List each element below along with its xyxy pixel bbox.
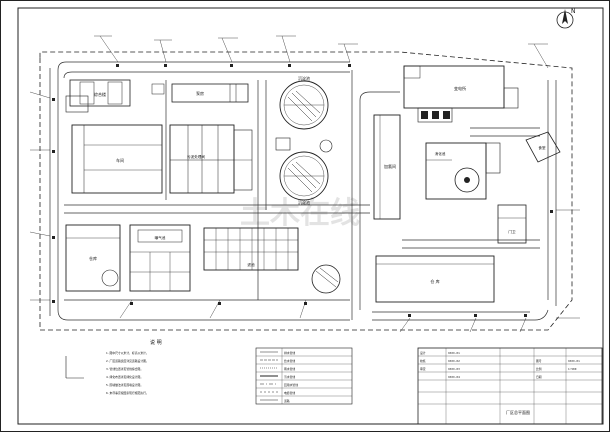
notes-line-3: 3. 管线位置详见管线综合图。 [106,367,143,371]
clarifier-tank-1: 沉淀池 [279,75,329,130]
tank-2-label: 沉淀池 [298,199,310,205]
warehouse-building [65,224,121,292]
title-block: 设计 校核 审定 XXXX-01 XXXX-02 XXXX-03 XXXX-04… [417,347,603,425]
annotation-leaders [29,35,580,333]
digester-label: 消化池 [435,151,446,156]
tb-row-left-3: XXXX-03 [448,367,460,371]
legend-row-4: 污水管线 [284,375,295,379]
legend-row-2: 给水管线 [284,359,295,363]
transformer-row [417,107,453,123]
filter-block [203,227,299,271]
notes-block: 说 明 1. 图中尺寸以米计，标高以米计。 2. 厂区道路宽度详见道路设计图。 … [106,339,162,395]
small-hut [275,137,291,151]
tb-row-mid-3: 日期 [536,375,542,379]
warehouse-label: 仓库 [89,255,97,261]
pump-label: 泵房 [196,90,204,96]
tb-row-left-2: XXXX-02 [448,359,460,363]
notes-line-5: 5. 围墙做法详见围墙设计图。 [106,383,143,387]
tb-row-mid-1: 图号 [536,359,542,363]
pump-house [171,83,249,103]
guard-house [497,204,527,244]
filter-label: 滤池 [247,262,255,267]
sludge-label: 污泥处理间 [187,154,205,159]
canteen-label: 食堂 [538,145,546,150]
aeration-tank: 曝气池 [129,224,191,292]
canteen-building [525,131,561,163]
bottom-right-label: 仓 库 [430,278,439,284]
tb-checker: 校核 [420,359,426,363]
substation-building [403,65,505,109]
tb-row-left-4: XXXX-04 [448,375,460,379]
tank-1-label: 沉淀池 [298,75,310,81]
north-label: N [571,8,576,15]
tb-project-name: 厂区总平面图 [506,409,530,415]
warehouse-large [375,255,495,303]
notes-line-4: 4. 绿化布置详见绿化设计图。 [106,375,143,379]
substation-label: 变电所 [454,85,466,91]
valve-well [319,139,333,153]
notes-heading: 说 明 [150,339,162,346]
legend-row-3: 雨水管线 [284,367,295,371]
tb-drawing-no: XXXX-01 [568,359,580,363]
tb-row-mid-2: 比例 [536,367,542,371]
annex-building [485,142,501,174]
watermark-text: 土木在线 [240,196,360,231]
notes-line-6: 6. 未尽事宜按国家现行规范执行。 [106,391,149,395]
chlorination-label: 加氯间 [384,163,396,169]
tb-approver: 审定 [420,367,426,371]
legend-row-6: 电缆管线 [284,391,295,395]
legend-row-1: 排水管线 [284,351,295,355]
chlorination-building [373,114,401,220]
workshop-label: 车间 [116,157,124,163]
site-boundary [39,51,573,331]
office-label: 综合楼 [94,91,106,97]
workshop-building [71,124,163,194]
office-building [69,79,131,107]
drawing-frame [17,7,604,425]
road-network [49,61,557,321]
tb-designer: 设计 [420,351,426,355]
north-arrow-icon: N [556,8,576,29]
guard-label: 门卫 [508,229,516,234]
round-tank-small [311,264,341,294]
corner-axis-icon [65,356,84,379]
legend-row-5: 回用水管线 [284,383,298,387]
legend-table: 排水管线 给水管线 雨水管线 污水管线 回用水管线 电缆管线 道路 [255,347,353,405]
aeration-label: 曝气池 [155,235,166,240]
clarifier-tank-2: 沉淀池 [279,151,329,205]
legend-row-7: 道路 [284,399,290,403]
tb-scale: 1:500 [568,367,577,371]
manhole-markers [52,64,553,317]
notes-line-2: 2. 厂区道路宽度详见道路设计图。 [106,359,149,363]
tb-row-left-1: XXXX-01 [448,351,460,355]
notes-line-1: 1. 图中尺寸以米计，标高以米计。 [106,351,149,355]
